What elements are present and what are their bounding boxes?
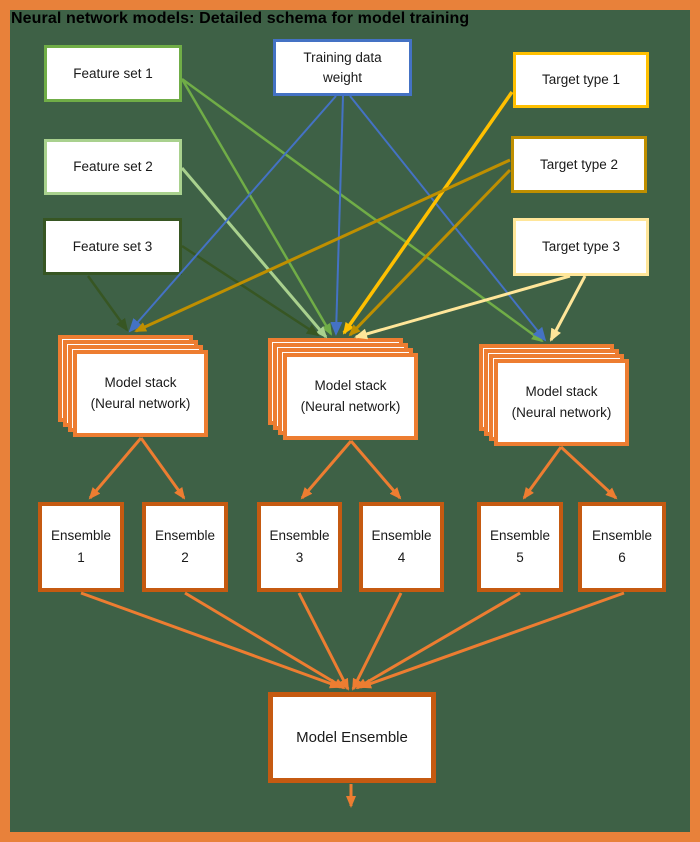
model-stack-3-label-line1: Model stack: [525, 383, 598, 399]
edge-target-type-1-to-stack-2: [342, 90, 514, 335]
ensemble-2-label: Ensemble: [154, 528, 216, 544]
ensemble-5-box: Ensemble 5: [477, 502, 563, 592]
ensemble-3-box: Ensemble 3: [257, 502, 342, 592]
training-data-weight-box: Training data weight: [273, 39, 412, 96]
ensemble-1-box: Ensemble 1: [38, 502, 124, 592]
feature-set-2-box: Feature set 2: [44, 139, 182, 195]
edge-target-type-3-to-stack-2: [354, 274, 571, 340]
edge-feature-set-1-to-stack-3: [181, 77, 544, 343]
edge-ensemble-6-to-model-ensemble: [359, 591, 625, 689]
training-data-weight-label: Training data weight: [303, 49, 382, 85]
edge-training-weight-to-stack-1: [128, 95, 337, 333]
ensemble-1-label: Ensemble: [50, 528, 112, 544]
diagram-title: Neural network models: Detailed schema f…: [11, 10, 470, 27]
ensemble-4-label: Ensemble: [371, 528, 432, 544]
edge-stack-3-to-ensemble-6: [559, 445, 618, 500]
feature-set-3-box: Feature set 3: [43, 218, 182, 275]
target-type-1-box: Target type 1: [513, 52, 649, 108]
ensemble-4-number: 4: [397, 550, 406, 565]
edge-stack-2-to-ensemble-3: [300, 440, 353, 500]
model-stack-1-card: Model stack (Neural network): [73, 350, 208, 437]
edge-stack-3-to-ensemble-5: [522, 446, 563, 500]
ensemble-6-box: Ensemble 6: [578, 502, 666, 592]
edge-target-type-2-to-stack-2: [348, 168, 512, 337]
target-type-1-label: Target type 1: [541, 72, 621, 88]
target-type-2-box: Target type 2: [511, 136, 647, 193]
model-stack-2-label-line2: (Neural network): [300, 398, 401, 414]
feature-set-1-label: Feature set 1: [73, 65, 153, 81]
edge-feature-set-3-to-stack-2: [181, 244, 320, 337]
model-ensemble-box: Model Ensemble: [268, 692, 436, 783]
edge-training-weight-to-stack-2: [330, 95, 344, 336]
edge-feature-set-2-to-stack-2: [180, 167, 328, 339]
edge-stack-2-to-ensemble-4: [349, 440, 402, 500]
model-stack-1: Model stack (Neural network): [58, 335, 209, 438]
edge-ensemble-4-to-model-ensemble: [351, 592, 403, 691]
model-ensemble-label: Model Ensemble: [296, 728, 408, 746]
edge-stack-1-to-ensemble-2: [139, 437, 186, 500]
edge-feature-set-1-to-stack-2: [180, 78, 333, 336]
ensemble-4-box: Ensemble 4: [359, 502, 444, 592]
ensemble-6-number: 6: [618, 550, 626, 565]
model-stack-3-label-line2: (Neural network): [511, 404, 612, 420]
ensemble-2-number: 2: [181, 550, 189, 565]
model-stack-3: Model stack (Neural network): [479, 344, 630, 447]
target-type-3-box: Target type 3: [513, 218, 649, 276]
edge-target-type-3-to-stack-3: [549, 275, 587, 342]
edge-target-type-2-to-stack-1: [134, 158, 511, 333]
model-stack-2: Model stack (Neural network): [268, 338, 419, 441]
feature-set-2-label: Feature set 2: [73, 159, 153, 175]
ensemble-5-number: 5: [516, 550, 524, 565]
ensemble-3-number: 3: [295, 550, 304, 565]
model-stack-3-card: Model stack (Neural network): [494, 359, 629, 446]
feature-set-3-label: Feature set 3: [72, 238, 153, 254]
model-stack-2-card: Model stack (Neural network): [283, 353, 418, 440]
ensemble-5-label: Ensemble: [489, 528, 551, 544]
ensemble-6-label: Ensemble: [591, 528, 653, 544]
edge-ensemble-5-to-model-ensemble: [355, 591, 521, 690]
model-stack-1-label-line2: (Neural network): [90, 395, 191, 411]
edge-feature-set-3-to-stack-1: [86, 275, 129, 332]
edge-ensemble-1-to-model-ensemble: [80, 591, 342, 689]
model-stack-1-label-line1: Model stack: [104, 374, 177, 390]
edge-stack-1-to-ensemble-1: [88, 437, 143, 500]
edge-ensemble-3-to-model-ensemble: [297, 592, 350, 691]
feature-set-1-box: Feature set 1: [44, 45, 182, 102]
target-type-3-label: Target type 3: [541, 239, 621, 255]
target-type-2-label: Target type 2: [539, 156, 619, 172]
model-stack-2-label-line1: Model stack: [314, 377, 387, 393]
ensemble-1-number: 1: [77, 550, 85, 565]
ensemble-3-label: Ensemble: [269, 528, 330, 544]
ensemble-2-box: Ensemble 2: [142, 502, 228, 592]
edge-ensemble-2-to-model-ensemble: [184, 591, 346, 690]
